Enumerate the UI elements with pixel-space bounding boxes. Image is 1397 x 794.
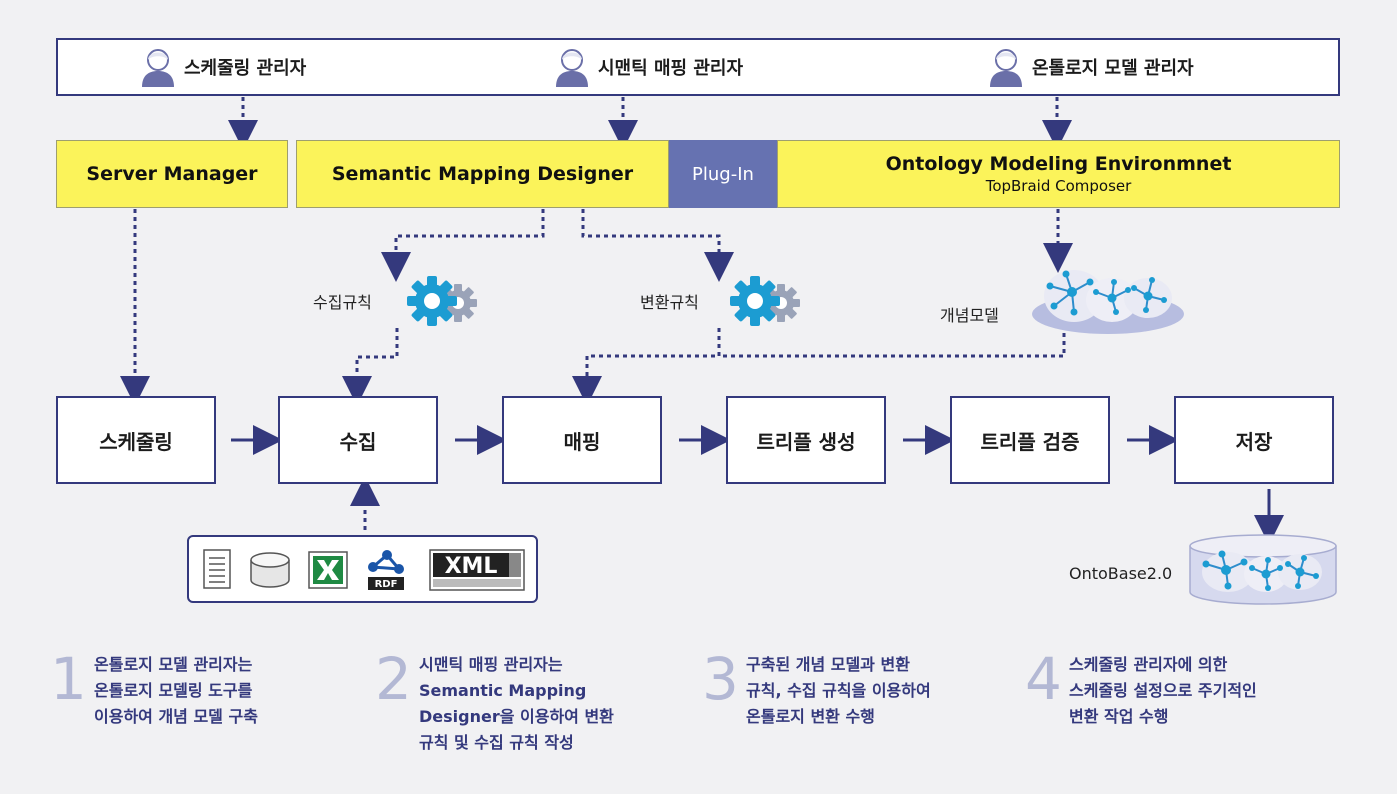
step-2: 2 시맨틱 매핑 관리자는 Semantic Mapping Designer을… [375,650,614,756]
ontology-env-subtitle: TopBraid Composer [985,177,1132,195]
semantic-mapping-designer-box: Semantic Mapping Designer [296,140,669,208]
rdf-icon-label: RDF [375,579,398,590]
role-label: 온톨로지 모델 관리자 [1032,58,1194,79]
step-3: 3 구축된 개념 모델과 변환 규칙, 수집 규칙을 이용하여 온톨로지 변환 … [702,650,931,730]
role-label: 스케줄링 관리자 [184,58,307,79]
dashed-arrow-designer-to-collect-rule [381,209,545,282]
dashed-arrow-collect-rule-to-collect [342,328,399,406]
stage-triple-validation: 트리플 검증 [950,396,1110,484]
step-text: 온톨로지 모델 관리자는 온톨로지 모델링 도구를 이용하여 개념 모델 구축 [94,655,258,726]
server-manager-label: Server Manager [86,163,258,185]
text-document-icon [203,549,231,589]
stage-storage: 저장 [1174,396,1334,484]
transform-rule-label: 변환규칙 [640,293,699,312]
step-text: 스케줄링 관리자에 의한 스케줄링 설정으로 주기적인 변환 작업 수행 [1069,655,1257,726]
gears-icon [407,276,477,326]
excel-icon [308,551,348,589]
role-scheduling-admin: 스케줄링 관리자 [140,40,306,94]
plugin-box: Plug-In [669,140,777,208]
role-label: 시맨틱 매핑 관리자 [598,58,744,79]
step-4: 4 스케줄링 관리자에 의한 스케줄링 설정으로 주기적인 변환 작업 수행 [1025,650,1257,730]
plugin-label: Plug-In [692,163,754,185]
concept-model-network-icon [1032,270,1184,334]
stage-collect: 수집 [278,396,438,484]
gears-icon [730,276,800,326]
database-icon [250,552,290,588]
step-number: 2 [375,645,412,713]
semantic-mapping-designer-label: Semantic Mapping Designer [331,163,634,185]
stage-triple-generation: 트리플 생성 [726,396,886,484]
dashed-arrow-transform-rule-to-mapping [572,328,721,406]
dashed-arrow-designer-to-transform-rule [581,209,734,282]
user-icon [142,49,174,87]
ontobase-label: OntoBase2.0 [1069,564,1173,583]
step-number: 3 [702,645,739,713]
data-sources-box: RDF XML [187,535,538,603]
user-icon [556,49,588,87]
step-text: 구축된 개념 모델과 변환 규칙, 수집 규칙을 이용하여 온톨로지 변환 수행 [746,655,931,726]
role-semantic-mapping-admin: 시맨틱 매핑 관리자 [554,40,743,94]
stage-mapping: 매핑 [502,396,662,484]
ontology-env-title: Ontology Modeling Environmnet [885,153,1232,175]
step-number: 1 [50,645,87,713]
roles-bar: 스케줄링 관리자 시맨틱 매핑 관리자 온톨로지 모델 관리자 [56,38,1340,96]
step-text: 시맨틱 매핑 관리자는 Semantic Mapping Designer을 이… [419,655,614,752]
rdf-icon: RDF [366,546,406,592]
ontobase-database-icon [1189,534,1337,605]
step-1: 1 온톨로지 모델 관리자는 온톨로지 모델링 도구를 이용하여 개념 모델 구… [50,650,258,730]
server-manager-box: Server Manager [56,140,288,208]
ontology-modeling-environment-box: Ontology Modeling Environmnet TopBraid C… [777,140,1340,208]
xml-icon: XML [429,549,525,591]
collect-rule-label: 수집규칙 [313,293,372,312]
dashed-line-concept-model-to-mapping [719,333,1066,358]
concept-model-label: 개념모델 [940,306,999,325]
step-number: 4 [1025,645,1062,713]
user-icon [990,49,1022,87]
role-ontology-model-admin: 온톨로지 모델 관리자 [988,40,1194,94]
xml-icon-label: XML [445,554,498,579]
stage-scheduling: 스케줄링 [56,396,216,484]
